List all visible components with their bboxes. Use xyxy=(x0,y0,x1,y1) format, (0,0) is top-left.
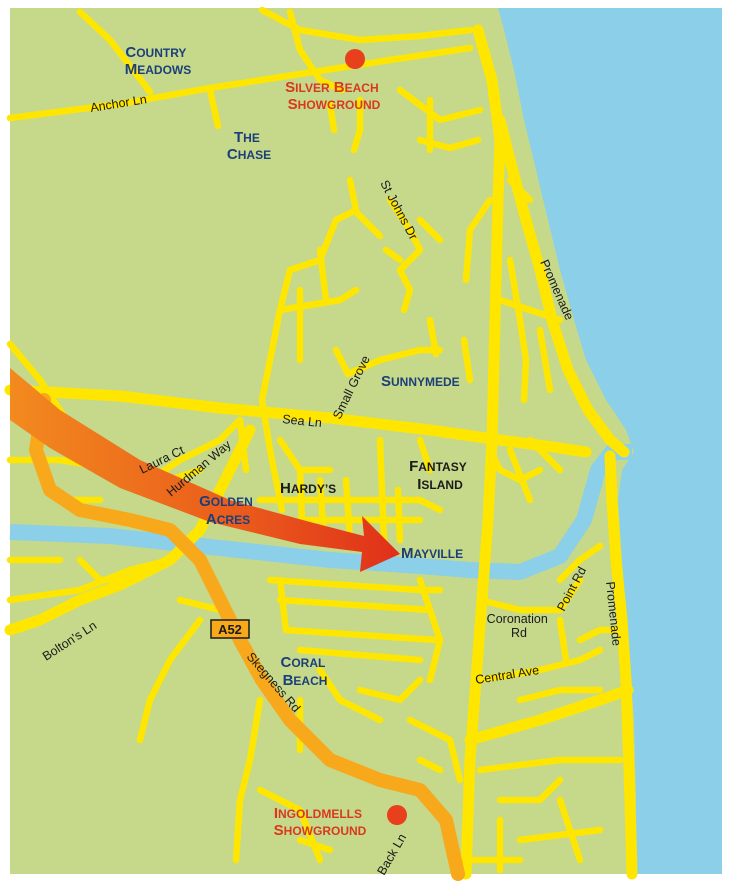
area-hardys: HARDY’S xyxy=(280,480,336,497)
street-promenade-south: Promenade xyxy=(603,581,624,647)
silver-beach-showground-marker[interactable] xyxy=(345,49,365,69)
silver-beach-showground-label: SILVER BEACH SHOWGROUND xyxy=(285,79,383,113)
area-mayville: MAYVILLE xyxy=(401,545,463,562)
minor-roads xyxy=(6,6,624,874)
main-roads xyxy=(4,24,638,880)
area-golden-acres: GOLDEN ACRES xyxy=(199,493,257,528)
river xyxy=(9,444,632,580)
mayville-arrow xyxy=(10,368,400,572)
area-the-chase: THE CHASE xyxy=(227,129,271,163)
area-country-meadows: COUNTRY MEADOWS xyxy=(125,44,192,78)
street-sea-ln: Sea Ln xyxy=(282,412,323,430)
a52-road-shield: A52 xyxy=(210,619,250,639)
street-coronation-rd: Coronation Rd xyxy=(487,612,552,640)
ingoldmells-showground-label: INGOLDMELLS SHOWGROUND xyxy=(274,805,367,839)
sea xyxy=(498,8,722,874)
area-coral-beach: CORAL BEACH xyxy=(280,654,329,689)
ingoldmells-showground-marker[interactable] xyxy=(387,805,407,825)
area-sunnymede: SUNNYMEDE xyxy=(381,373,460,390)
svg-text:A52: A52 xyxy=(218,622,242,637)
area-fantasy-island: FANTASY ISLAND xyxy=(409,458,471,493)
